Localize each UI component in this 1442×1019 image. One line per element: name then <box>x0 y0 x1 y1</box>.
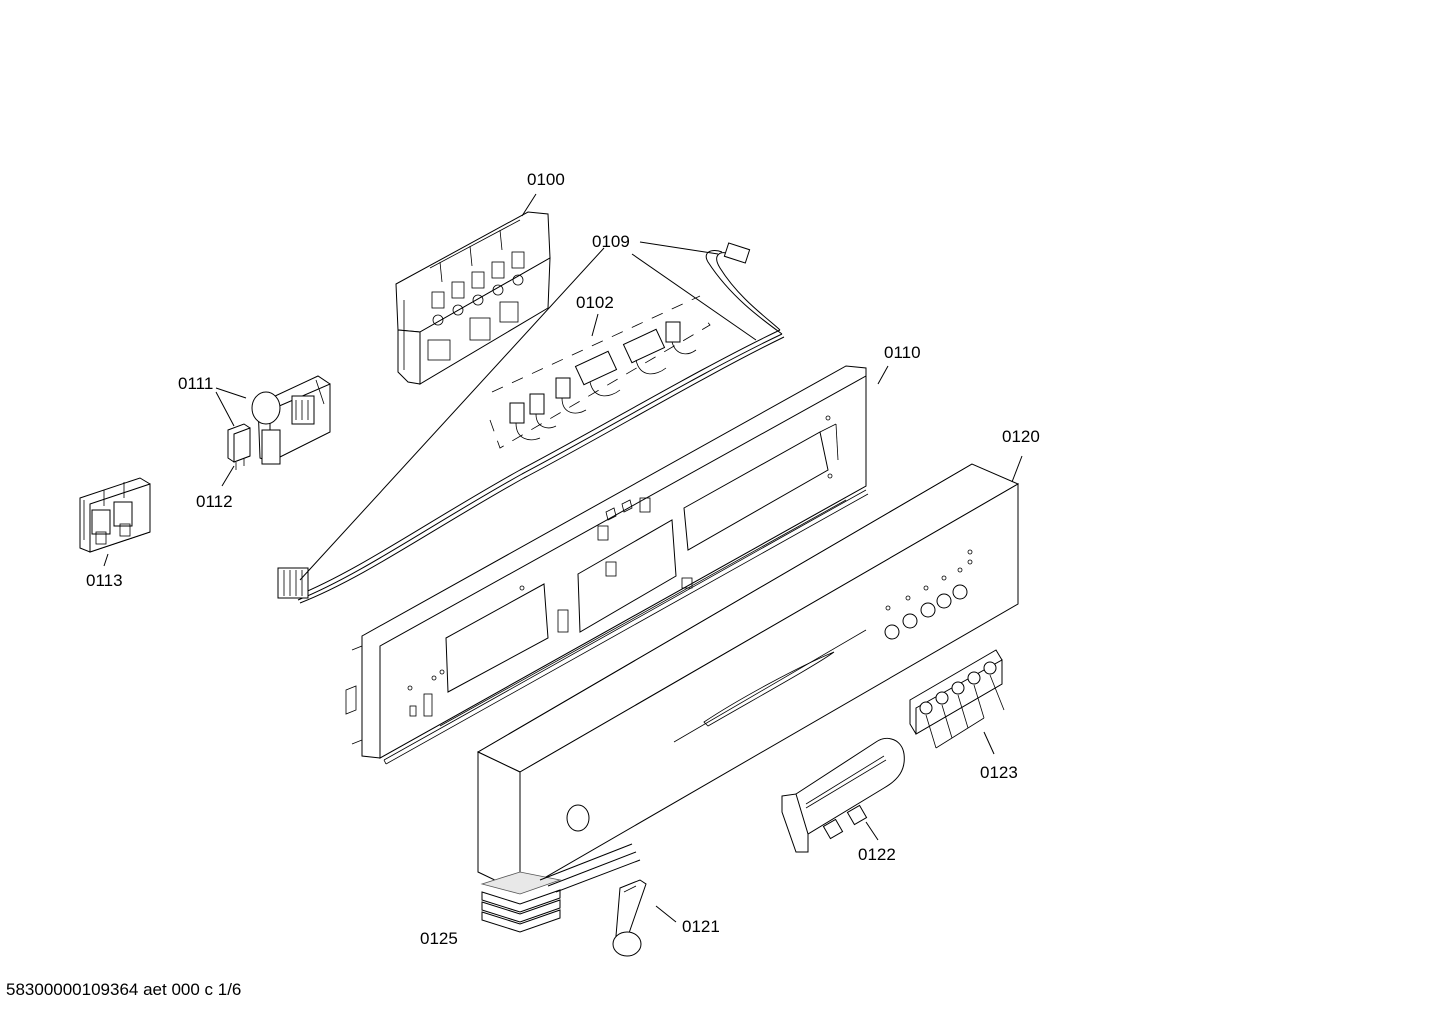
label-0123: 0123 <box>980 763 1018 782</box>
part-0125-insulation-layers[interactable] <box>480 843 641 933</box>
label-0120: 0120 <box>1002 427 1040 446</box>
part-0109-wire-harness[interactable] <box>277 242 785 604</box>
part-0122-handle[interactable] <box>781 738 905 853</box>
part-0100-control-module[interactable] <box>395 211 551 385</box>
label-0100: 0100 <box>527 170 565 189</box>
part-0113-terminal-block[interactable] <box>79 477 151 553</box>
label-0125: 0125 <box>420 929 458 948</box>
leader-lines <box>103 193 1023 923</box>
part-labels: 0100 0109 0102 0110 0111 0112 0113 0120 … <box>86 170 1040 948</box>
label-0109: 0109 <box>592 232 630 251</box>
label-0110: 0110 <box>884 343 921 362</box>
part-0111-switch[interactable] <box>251 375 331 465</box>
label-0111: 0111 <box>178 374 213 393</box>
part-0112-relay[interactable] <box>227 423 251 470</box>
document-id-footer: 58300000109364 aet 000 c 1/6 <box>6 980 242 999</box>
part-0102-connectors[interactable] <box>489 295 711 449</box>
label-0113: 0113 <box>86 571 123 590</box>
label-0121: 0121 <box>682 917 720 936</box>
part-0123-button-strip[interactable] <box>909 649 1005 749</box>
part-0120-front-panel[interactable] <box>476 463 1020 893</box>
part-0121-lever[interactable] <box>612 879 647 957</box>
label-0102: 0102 <box>576 293 614 312</box>
label-0112: 0112 <box>196 492 233 511</box>
label-0122: 0122 <box>858 845 896 864</box>
part-0110-frame[interactable] <box>345 365 869 765</box>
